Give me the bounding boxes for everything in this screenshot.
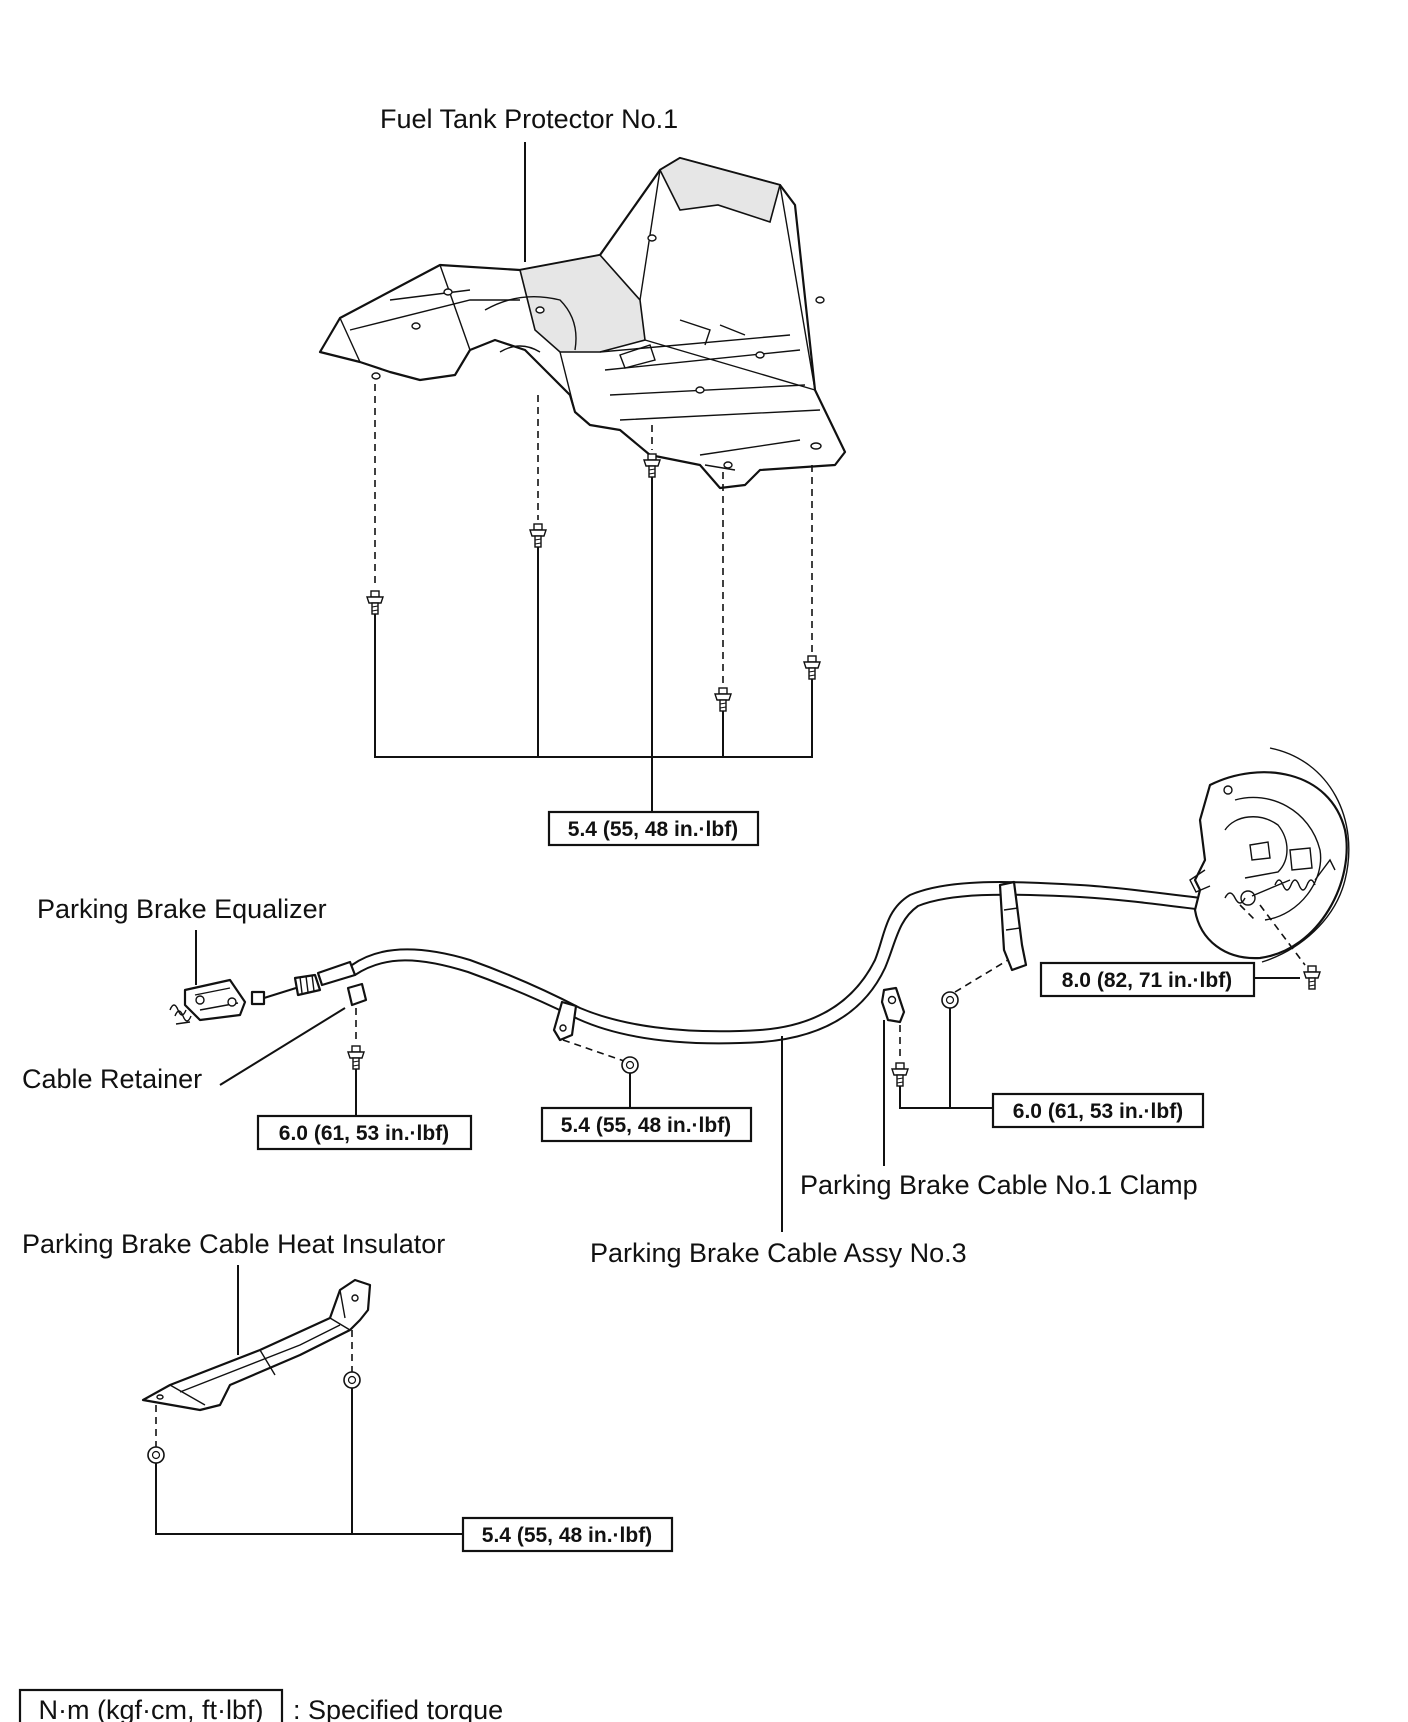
torque-backing-plate-text: 8.0 (82, 71 in.·lbf) <box>1062 969 1232 992</box>
brake-backing-plate-part <box>1189 747 1350 963</box>
torque-protector-text: 5.4 (55, 48 in.·lbf) <box>568 818 738 841</box>
heat-insulator-label: Parking Brake Cable Heat Insulator <box>22 1229 445 1259</box>
cable-clamp-part <box>880 986 906 1024</box>
fuel-tank-protector-label: Fuel Tank Protector No.1 <box>380 104 678 134</box>
legend-description: : Specified torque <box>293 1695 503 1722</box>
parking-brake-cable-group: Parking Brake Equalizer 5.4 (55, 48 in.·… <box>22 747 1350 1268</box>
parking-brake-equalizer-label: Parking Brake Equalizer <box>37 894 327 924</box>
protector-bolt-1-icon <box>366 590 384 615</box>
cable-clamp-bolt-icon <box>891 1062 909 1087</box>
protector-bolt-2-icon <box>529 523 547 548</box>
insulator-nut-2-icon <box>343 1371 361 1389</box>
torque-cable-clamp-text: 6.0 (61, 53 in.·lbf) <box>1013 1100 1183 1123</box>
protector-bolt-4-icon <box>714 687 732 712</box>
fuel-tank-protector-group: Fuel Tank Protector No.1 <box>318 104 847 847</box>
torque-box-backing-plate <box>1039 961 1256 998</box>
torque-legend: N·m (kgf·cm, ft·lbf) : Specified torque <box>18 1688 503 1722</box>
heat-insulator-group: Parking Brake Cable Heat Insulator 5.4 (… <box>22 1229 674 1553</box>
protector-bolt-5-icon <box>803 655 821 680</box>
legend-unit-text: N·m (kgf·cm, ft·lbf) <box>39 1695 264 1722</box>
torque-cable-bracket-text: 5.4 (55, 48 in.·lbf) <box>561 1114 731 1137</box>
parking-brake-cable-assy-label: Parking Brake Cable Assy No.3 <box>590 1238 967 1268</box>
cable-clamp-nut-icon <box>941 991 959 1009</box>
cable-clamp-label: Parking Brake Cable No.1 Clamp <box>800 1170 1198 1200</box>
fuel-tank-protector-part <box>318 156 847 490</box>
cable-bracket-nut-icon <box>621 1056 639 1074</box>
cable-retainer-label: Cable Retainer <box>22 1064 202 1094</box>
torque-box-heat-insulator <box>461 1516 674 1553</box>
legend-unit-box <box>18 1688 284 1722</box>
parking-brake-equalizer-part <box>169 978 247 1025</box>
heat-insulator-part <box>141 1278 372 1412</box>
torque-box-cable-clamp <box>991 1092 1205 1129</box>
cable-retainer-bolt-icon <box>347 1045 365 1070</box>
torque-cable-retainer-text: 6.0 (61, 53 in.·lbf) <box>279 1122 449 1145</box>
backing-plate-bolt-icon <box>1303 965 1321 990</box>
torque-box-protector <box>547 810 760 847</box>
torque-box-cable-bracket <box>540 1106 753 1143</box>
insulator-nut-1-icon <box>147 1446 165 1464</box>
torque-heat-insulator-text: 5.4 (55, 48 in.·lbf) <box>482 1524 652 1547</box>
torque-box-cable-retainer <box>256 1114 473 1151</box>
